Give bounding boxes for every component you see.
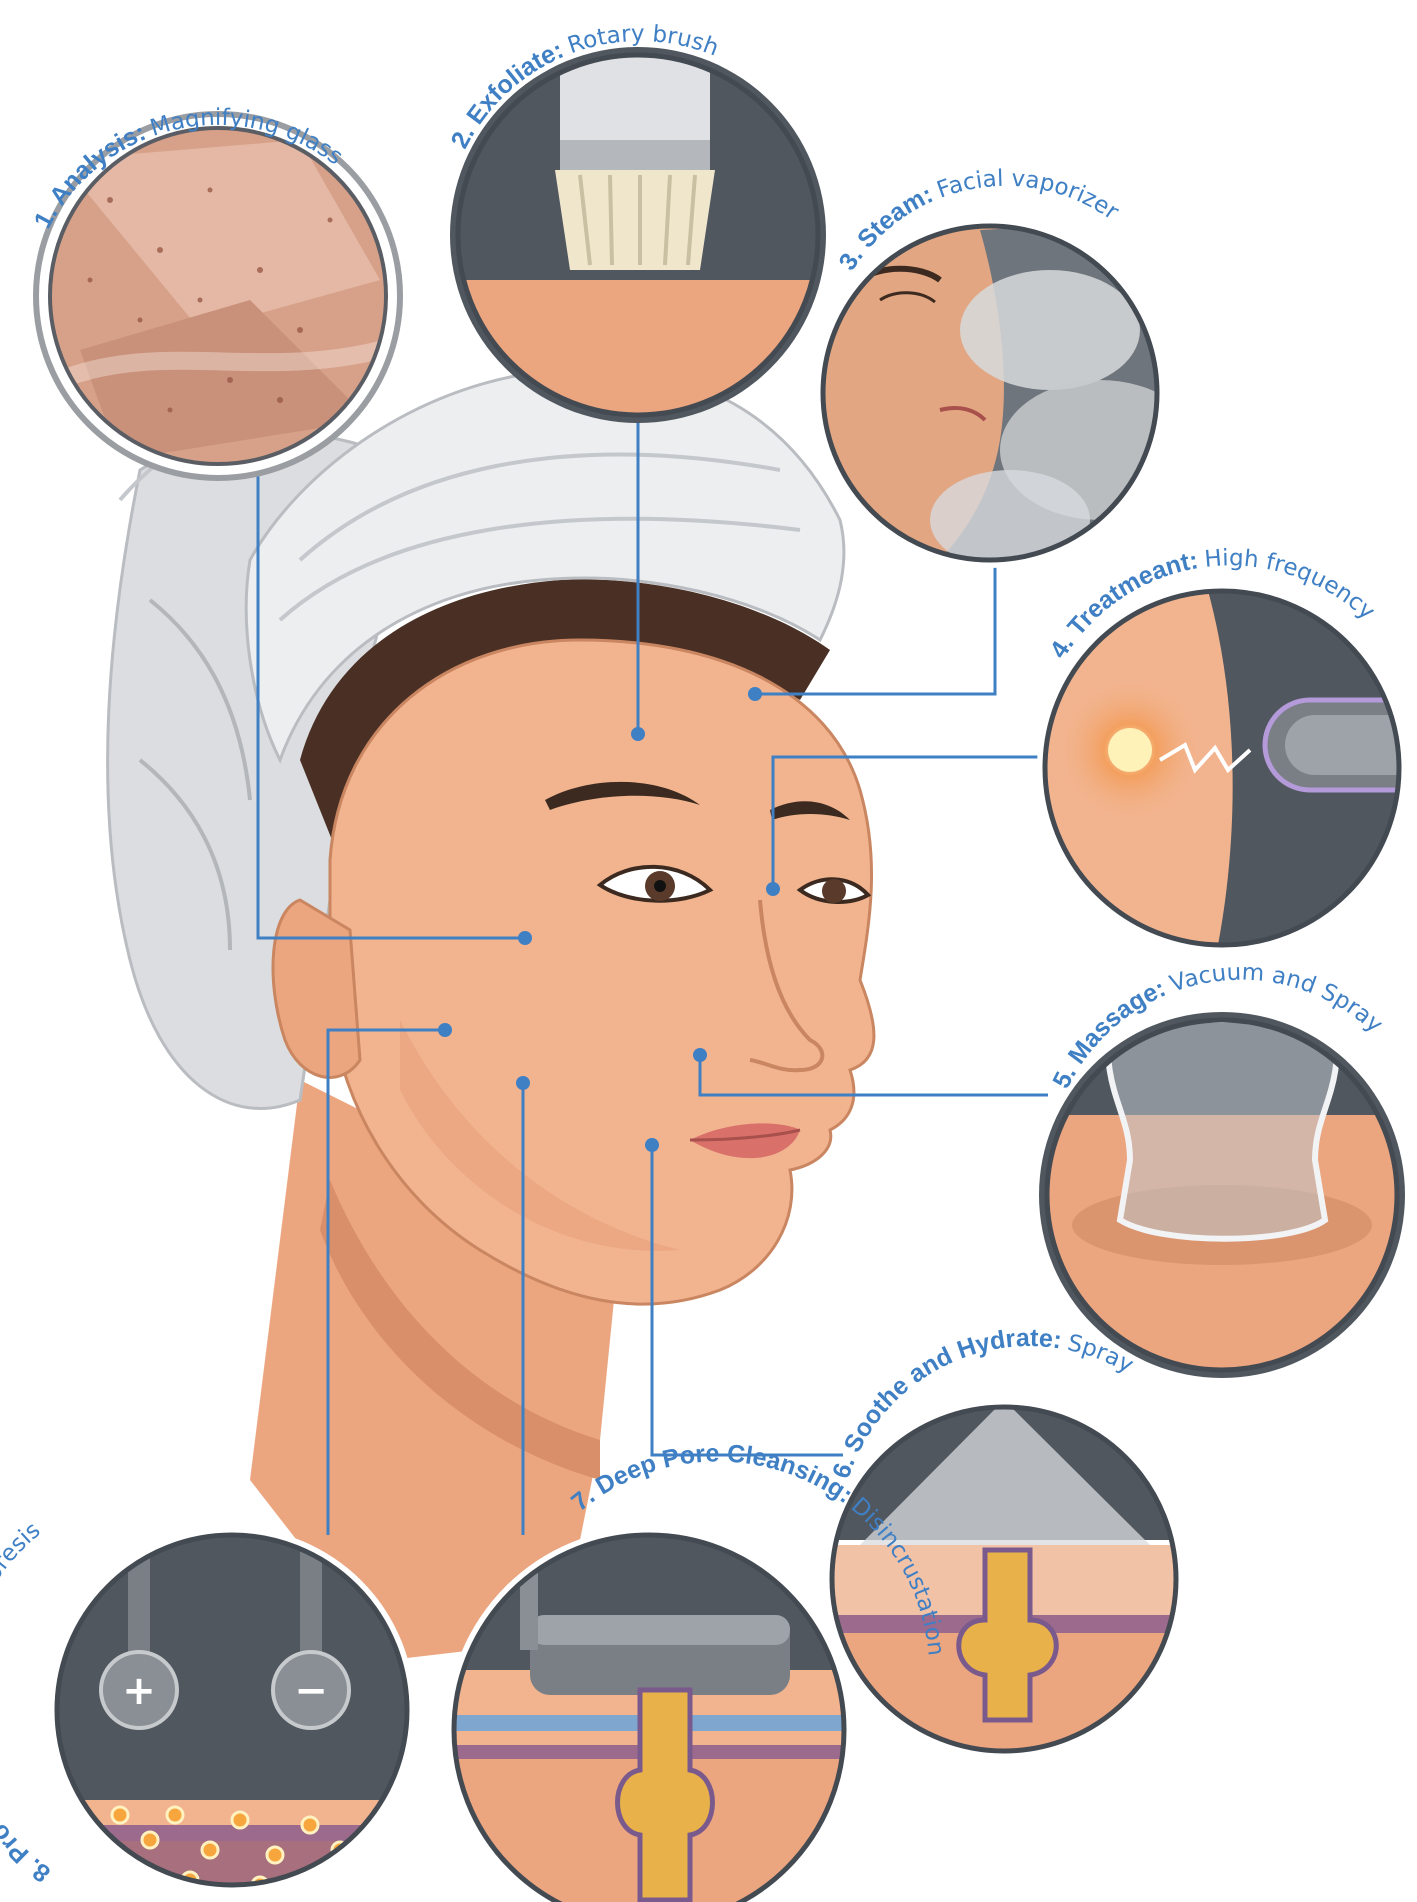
vaporizer-icon [810,218,1200,570]
point-8 [438,1023,452,1037]
point-3 [748,687,762,701]
point-2 [631,727,645,741]
spray-icon [820,1399,1190,1759]
point-4 [766,882,780,896]
point-7 [516,1076,530,1090]
positive-sign: + [122,1668,156,1714]
point-5 [693,1048,707,1062]
point-1 [518,931,532,945]
vacuum-cup-icon [1039,1012,1410,1385]
label-step-8: 8. Product Delivery:Iontophoresis [0,1517,56,1888]
high-frequency-icon [1030,580,1417,960]
point-6 [645,1138,659,1152]
negative-sign: − [294,1668,328,1714]
